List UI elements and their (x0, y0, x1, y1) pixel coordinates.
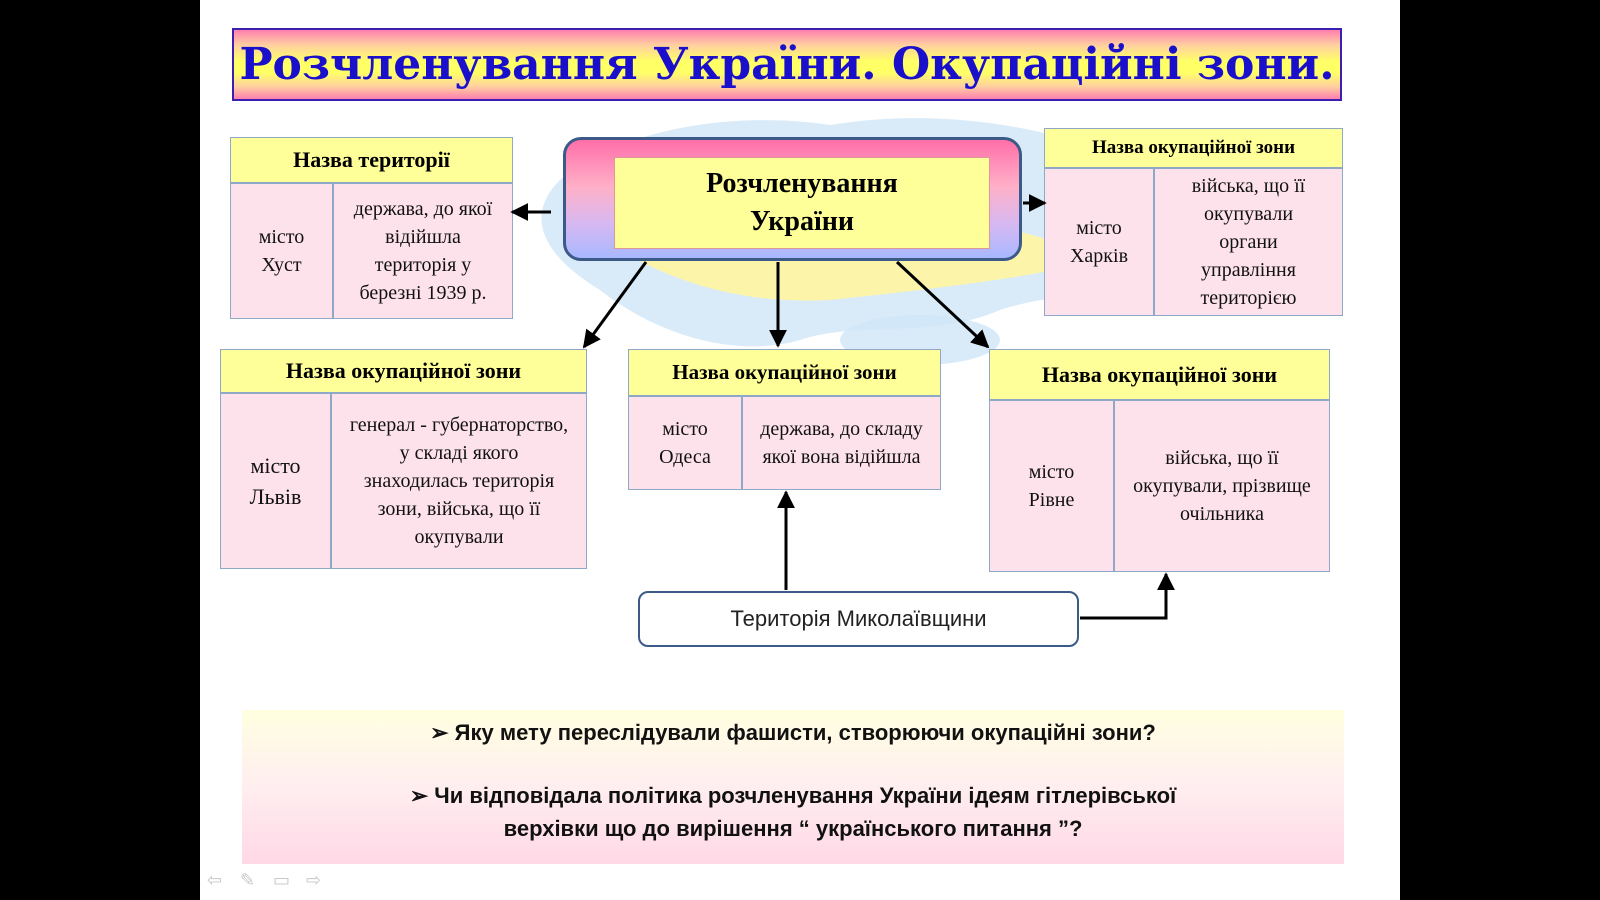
question-1: ➢ Яку мету переслідували фашисти, створю… (430, 720, 1156, 745)
slide-title: Розчленування України. Окупаційні зони. (232, 28, 1342, 101)
card-lviv-description: генерал - губернаторство, у складі якого… (349, 414, 569, 548)
card-rivne-city: місто Рівне (990, 401, 1115, 571)
question-2-line1: ➢ Чи відповідала політика розчленування … (409, 783, 1177, 808)
card-khust-head: Назва території (231, 138, 512, 184)
center-line1: Розчленування (706, 168, 898, 199)
card-kharkiv-city: місто Харків (1045, 169, 1155, 315)
card-khust: Назва території місто Хуст держава, до я… (230, 137, 513, 319)
slide-title-text: Розчленування України. Окупаційні зони. (239, 39, 1335, 90)
card-kharkiv: Назва окупаційної зони місто Харків війс… (1044, 128, 1343, 316)
card-lviv-city: місто Львів (221, 394, 332, 568)
card-kharkiv-head: Назва окупаційної зони (1045, 129, 1342, 169)
question-2-line2: верхівки що до вирішення “ українського … (503, 816, 1083, 841)
center-line2: України (749, 206, 854, 237)
prev-slide-icon[interactable]: ⇦ (207, 870, 223, 891)
pen-icon[interactable]: ✎ (240, 870, 256, 891)
card-lviv: Назва окупаційної зони місто Львів генер… (220, 349, 587, 569)
card-khust-description: держава, до якої відійшла територія у бе… (353, 198, 493, 304)
card-odesa-city: місто Одеса (629, 397, 743, 489)
card-rivne-description: війська, що її окупували, прізвище очіль… (1133, 447, 1311, 525)
card-odesa-description: держава, до складу якої вона відійшла (760, 418, 923, 468)
arrow-mykolaiv-to-rivne (1080, 572, 1175, 620)
menu-icon[interactable]: ▭ (273, 870, 291, 891)
questions-panel: ➢ Яку мету переслідували фашисти, створю… (242, 710, 1344, 864)
slide: Розчленування України. Окупаційні зони. … (200, 0, 1400, 900)
card-kharkiv-description: війська, що її окупували органи управлін… (1191, 175, 1306, 309)
center-box: Розчленування України (614, 157, 990, 249)
next-slide-icon[interactable]: ⇨ (306, 870, 322, 891)
card-khust-city: місто Хуст (231, 184, 334, 318)
mykolaiv-box: Територія Миколаївщини (638, 591, 1079, 647)
card-rivne-head: Назва окупаційної зони (990, 350, 1329, 401)
center-frame: Розчленування України (563, 137, 1022, 261)
card-rivne: Назва окупаційної зони місто Рівне війсь… (989, 349, 1330, 572)
card-odesa: Назва окупаційної зони місто Одеса держа… (628, 349, 941, 490)
card-odesa-head: Назва окупаційної зони (629, 350, 940, 397)
card-lviv-head: Назва окупаційної зони (221, 350, 586, 394)
